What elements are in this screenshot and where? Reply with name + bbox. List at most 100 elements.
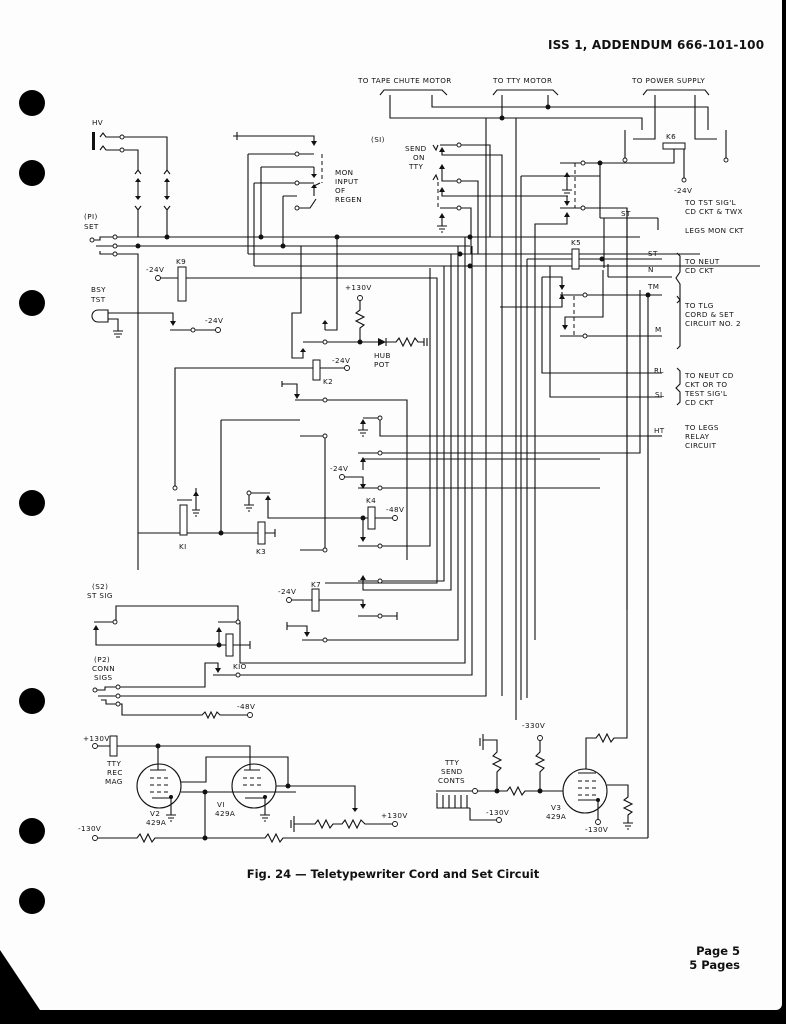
label-power-supply: TO POWER SUPPLY (631, 76, 705, 85)
label-st-sig: ST SIG (87, 591, 113, 600)
tty-send-conts-label: CONTS (438, 776, 465, 785)
label-p1: (PI) (84, 212, 98, 221)
relay-k2-label: K2 (323, 377, 333, 386)
tube-v1-name: VI (217, 800, 225, 809)
voltage-label: +130V (345, 283, 372, 292)
relay-k1-label: KI (179, 542, 187, 551)
label-hv: HV (92, 118, 103, 127)
label-s1: (SI) (371, 135, 385, 144)
page-current: Page 5 (696, 944, 740, 958)
label-set: SET (84, 222, 99, 231)
scan-edge (0, 1010, 786, 1024)
scan-edge (782, 0, 786, 1024)
dest-tst-sig-line: CD CKT & TWX (685, 207, 743, 216)
voltage-label: -130V (585, 825, 608, 834)
tube-v3 (562, 768, 608, 814)
relay-k6-coil (662, 142, 686, 150)
lead-st: ST (648, 249, 658, 258)
hub-pot-label: HUB (374, 351, 391, 360)
relay-k3-label: K3 (256, 547, 266, 556)
dest-neut-test-line: TO NEUT CD (684, 371, 734, 380)
relay-k5-coil (571, 248, 580, 270)
label-regen: REGEN (335, 195, 362, 204)
label-of: OF (335, 186, 346, 195)
relay-k10-label: KIO (233, 662, 247, 671)
binder-hole (19, 688, 45, 714)
tube-v2-type: 429A (146, 818, 166, 827)
dest-neut-cd-line: CD CKT (685, 266, 714, 275)
binder-hole (19, 90, 45, 116)
voltage-label: -24V (674, 186, 692, 195)
figure-caption: Fig. 24 — Teletypewriter Cord and Set Ci… (246, 867, 540, 881)
page-total: 5 Pages (689, 958, 740, 972)
lead-sl: SL (655, 390, 664, 399)
dest-tlg-cord-line: CORD & SET (685, 310, 734, 319)
label-send: SEND (405, 144, 427, 153)
label-bsy: BSY (91, 285, 106, 294)
relay-k5-label: K5 (571, 238, 581, 247)
hub-pot-label: POT (374, 360, 390, 369)
binder-hole (19, 290, 45, 316)
dest-tlg-cord-line: CIRCUIT NO. 2 (685, 319, 741, 328)
voltage-label: +130V (381, 811, 408, 820)
dest-tlg-cord-line: TO TLG (684, 301, 714, 310)
voltage-label: -24V (205, 316, 223, 325)
tube-v1 (231, 763, 277, 809)
lead-ht: HT (654, 426, 665, 435)
lead-m: M (655, 325, 662, 334)
relay-k9-label: K9 (176, 257, 186, 266)
lead-tm: TM (647, 282, 659, 291)
binder-hole (19, 160, 45, 186)
voltage-label: -330V (522, 721, 545, 730)
tty-rec-mag-coil (109, 735, 118, 757)
document-id-header: ISS 1, ADDENDUM 666-101-100 (548, 38, 765, 52)
tty-rec-mag-label: REC (107, 768, 123, 777)
lead-rl: RL (654, 366, 664, 375)
voltage-label: -24V (330, 464, 348, 473)
label-tape-chute-motor: TO TAPE CHUTE MOTOR (357, 76, 452, 85)
dest-neut-test-line: CKT OR TO (685, 380, 727, 389)
voltage-label: +130V (83, 734, 110, 743)
dest-neut-test-line: TEST SIG'L (684, 389, 727, 398)
busy-lamp-icon (91, 309, 109, 323)
relay-k7-label: K7 (311, 580, 321, 589)
dest-tst-sig-line: LEGS MON CKT (685, 226, 744, 235)
voltage-label: -24V (146, 265, 164, 274)
tube-v3-type: 429A (546, 812, 566, 821)
tube-v2-name: V2 (150, 809, 160, 818)
dest-legs-relay-line: CIRCUIT (685, 441, 717, 450)
label-conn: CONN (92, 664, 115, 673)
relay-k3-coil (257, 521, 266, 545)
voltage-label: -130V (78, 824, 101, 833)
dest-legs-relay-line: RELAY (685, 432, 710, 441)
binder-hole (19, 888, 45, 914)
tty-rec-mag-label: MAG (105, 777, 123, 786)
label-mon: MON (335, 168, 353, 177)
dest-neut-test-line: CD CKT (685, 398, 714, 407)
relay-k4-coil (367, 506, 376, 530)
dest-neut-cd-line: TO NEUT (684, 257, 720, 266)
dest-tst-sig-line: TO TST SIG'L (684, 198, 736, 207)
page-number: Page 5 5 Pages (689, 944, 740, 972)
dest-legs-relay-line: TO LEGS (684, 423, 719, 432)
voltage-label: -48V (237, 702, 255, 711)
lead-st: ST (621, 209, 631, 218)
label-sigs: SIGS (94, 673, 112, 682)
label-p2: (P2) (94, 655, 110, 664)
relay-k4-label: K4 (366, 496, 376, 505)
tube-v2 (136, 763, 182, 809)
binder-hole (19, 818, 45, 844)
binder-hole (19, 490, 45, 516)
tty-send-conts-label: SEND (441, 767, 463, 776)
voltage-label: -24V (278, 587, 296, 596)
voltage-label: -48V (386, 505, 404, 514)
tube-v1-type: 429A (215, 809, 235, 818)
relay-k7-coil (311, 588, 320, 612)
voltage-label: -130V (486, 808, 509, 817)
label-tst: TST (90, 295, 106, 304)
tty-rec-mag-label: TTY (106, 759, 121, 768)
label-on: ON (413, 153, 425, 162)
label-s2: (S2) (92, 582, 108, 591)
